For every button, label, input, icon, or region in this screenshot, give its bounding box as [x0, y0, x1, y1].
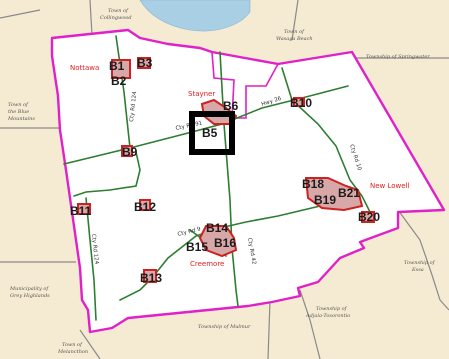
label-mulmur: Township of Mulmur [198, 324, 251, 330]
site-label-b12[interactable]: B12 [134, 200, 156, 214]
site-label-b2[interactable]: B2 [111, 74, 127, 88]
place-new-lowell: New Lowell [370, 182, 410, 190]
site-marker-b10[interactable] [293, 97, 305, 107]
site-label-b6[interactable]: B6 [223, 99, 239, 113]
place-nottawa: Nottawa [70, 64, 99, 72]
site-marker-new-lowell[interactable] [304, 177, 364, 212]
label-springwater: Township of Springwater [366, 54, 430, 60]
township-line [89, 0, 93, 36]
site-label-b1[interactable]: B1 [109, 59, 125, 73]
road-west-branch [73, 151, 141, 197]
road-central-west [63, 123, 223, 165]
township-line [299, 289, 321, 359]
road-cty-10 [281, 67, 373, 217]
site-label-b3[interactable]: B3 [137, 56, 153, 70]
selection-box [189, 111, 235, 155]
site-label-b16[interactable]: B16 [214, 236, 236, 250]
site-label-b15[interactable]: B15 [186, 240, 208, 254]
site-marker-b13[interactable] [143, 269, 157, 283]
site-label-b10[interactable]: B10 [290, 96, 312, 110]
site-label-b13[interactable]: B13 [140, 271, 162, 285]
place-labels: Nottawa Stayner New Lowell Creemore [70, 64, 410, 268]
site-label-b14[interactable]: B14 [206, 221, 228, 235]
site-label-b5[interactable]: B5 [202, 126, 218, 140]
township-line [0, 9, 41, 19]
site-label-b11[interactable]: B11 [70, 204, 92, 218]
site-marker-b3[interactable] [137, 57, 151, 69]
site-marker-b11[interactable] [77, 203, 91, 215]
site-label-b20[interactable]: B20 [358, 210, 380, 224]
road-cty-124-south [85, 197, 97, 321]
site-label-b18[interactable]: B18 [302, 177, 324, 191]
township-line [291, 0, 299, 41]
road-label-cty-42: Cty Rd 42 [246, 237, 257, 265]
site-marker-b1[interactable] [111, 59, 131, 79]
road-cty-124-north [115, 35, 131, 149]
site-label-b21[interactable]: B21 [338, 186, 360, 200]
site-marker-creemore[interactable] [198, 225, 238, 258]
place-creemore: Creemore [190, 260, 224, 268]
site-label-b9[interactable]: B9 [122, 145, 138, 159]
site-label-b19[interactable]: B19 [314, 193, 336, 207]
road-label-cty-124-south: Cty Rd 124 [90, 234, 99, 266]
place-stayner: Stayner [188, 90, 215, 98]
township-line [267, 299, 271, 359]
site-markers [77, 57, 375, 283]
site-marker-b12[interactable] [139, 199, 151, 211]
study-area-boundary [50, 28, 446, 334]
selected-site-highlight[interactable]: B5 [189, 111, 235, 155]
bay-water [139, 0, 251, 32]
township-line [79, 329, 101, 359]
township-line [397, 209, 449, 311]
road-hwy-26 [221, 85, 349, 125]
site-labels: B1 B2 B3 B6 B10 B9 B11 B12 B13 B14 B15 B… [70, 56, 380, 285]
site-marker-b20[interactable] [361, 211, 375, 223]
road-label-cty-124-north: Cty Rd 124 [129, 91, 138, 123]
road-label-creemore: Cty Rd 9 [177, 226, 202, 238]
site-marker-b9[interactable] [121, 145, 133, 157]
